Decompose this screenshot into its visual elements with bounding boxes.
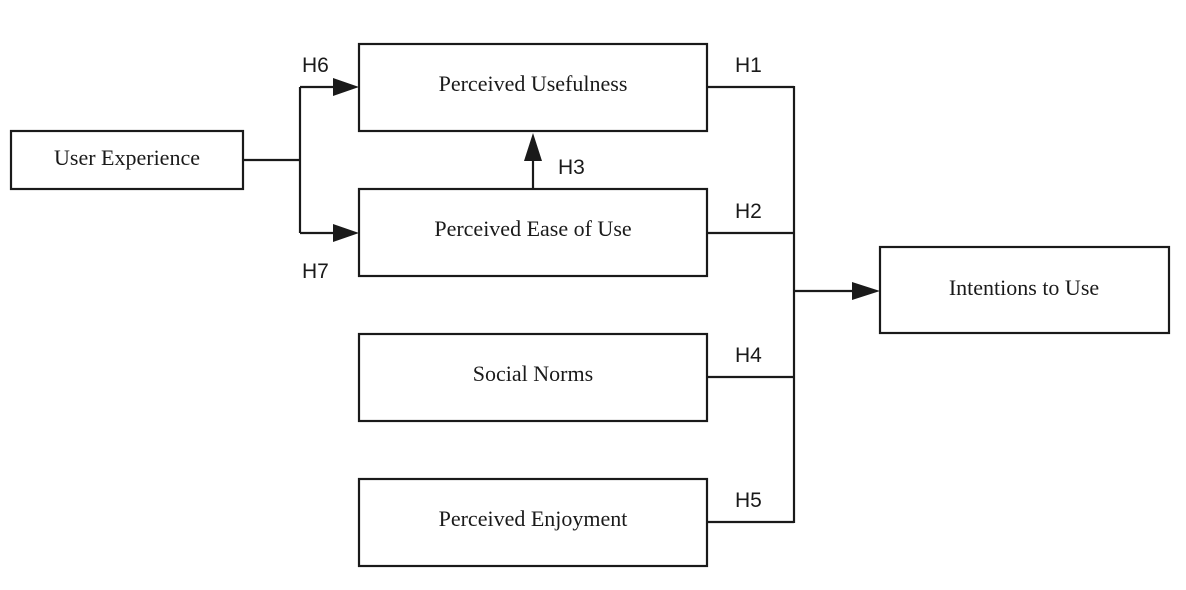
node-intentions-to-use-label: Intentions to Use — [949, 275, 1099, 300]
node-user-experience-label: User Experience — [54, 145, 200, 170]
arrowhead-h7 — [333, 224, 359, 242]
node-social-norms: Social Norms — [357, 332, 709, 423]
arrowhead-h3 — [524, 133, 542, 161]
edge-h6 — [300, 78, 359, 96]
arrowhead-h6 — [333, 78, 359, 96]
node-perceived-enjoyment-label: Perceived Enjoyment — [439, 506, 628, 531]
label-h5: H5 — [735, 489, 762, 512]
node-social-norms-label: Social Norms — [473, 361, 593, 386]
node-perceived-ease-of-use: Perceived Ease of Use — [357, 187, 709, 278]
edge-user-experience-branch — [243, 87, 302, 233]
arrowhead-intentions — [852, 282, 880, 300]
edge-collector — [792, 86, 880, 523]
label-h2: H2 — [735, 200, 762, 223]
label-h6: H6 — [302, 54, 329, 77]
label-h3: H3 — [558, 156, 585, 179]
edge-h7 — [300, 224, 359, 242]
node-user-experience: User Experience — [9, 129, 245, 191]
node-perceived-usefulness-label: Perceived Usefulness — [439, 71, 628, 96]
node-perceived-enjoyment: Perceived Enjoyment — [357, 477, 709, 568]
node-perceived-usefulness: Perceived Usefulness — [357, 42, 709, 133]
label-h4: H4 — [735, 344, 762, 367]
label-h7: H7 — [302, 260, 329, 283]
node-perceived-ease-of-use-label: Perceived Ease of Use — [434, 216, 631, 241]
label-h1: H1 — [735, 54, 762, 77]
node-intentions-to-use: Intentions to Use — [878, 245, 1171, 335]
edge-h3 — [524, 133, 542, 189]
